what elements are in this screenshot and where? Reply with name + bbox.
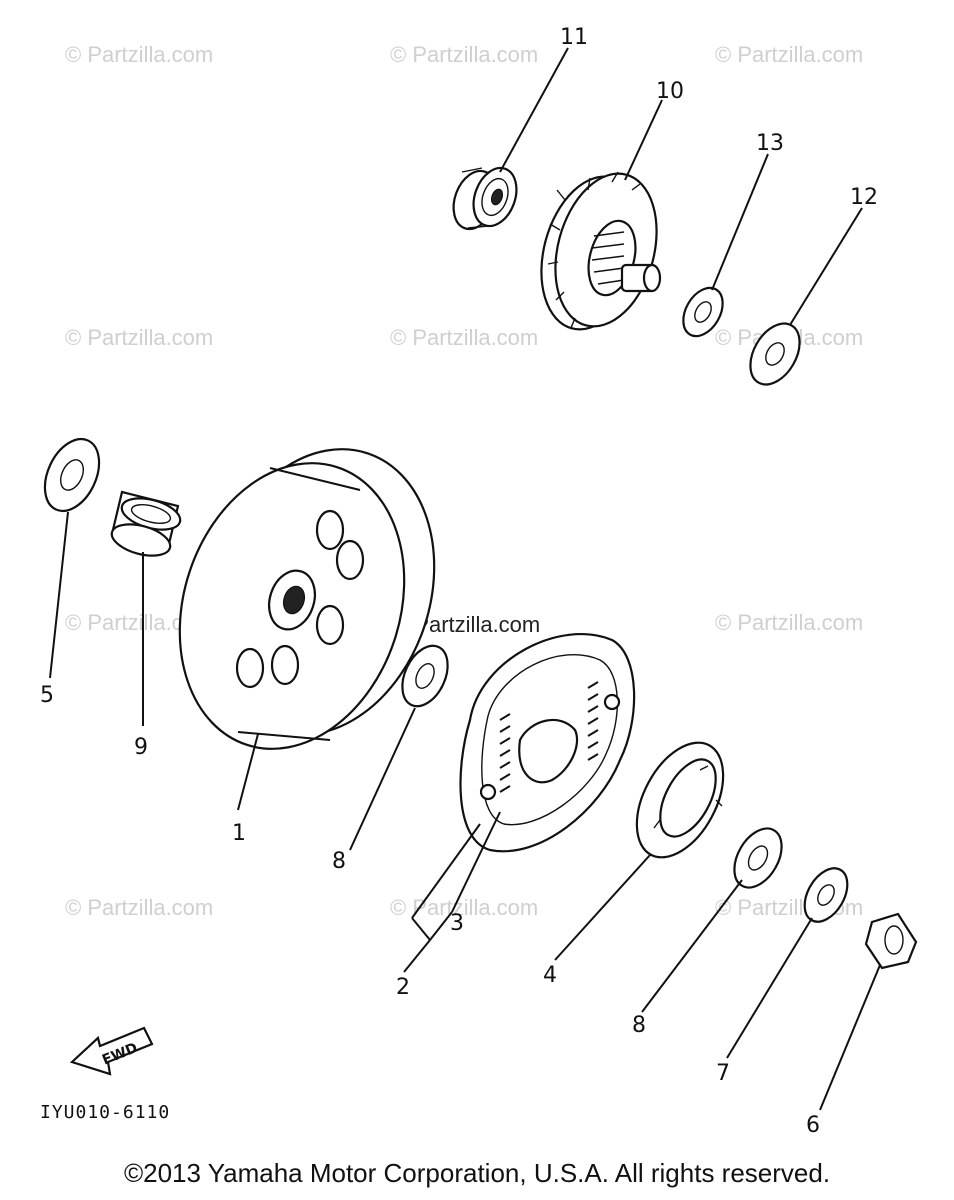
watermark: © Partzilla.com [715, 42, 863, 67]
watermark: © Partzilla.com [390, 42, 538, 67]
part-9-bushing [110, 490, 182, 557]
callout-5: 5 [40, 683, 54, 708]
part-13-washer [682, 286, 724, 338]
copyright-notice: ©2013 Yamaha Motor Corporation, U.S.A. A… [123, 1158, 831, 1188]
part-11-bearing [452, 166, 518, 231]
callout-7: 7 [716, 1061, 730, 1086]
callout-3: 3 [450, 911, 464, 936]
part-10-gear [540, 171, 662, 331]
part-1-clutch-housing [178, 448, 436, 750]
callout-1: 1 [232, 821, 246, 846]
watermark: © Partzilla.com [65, 895, 213, 920]
watermarks: © Partzilla.com © Partzilla.com © Partzi… [65, 42, 863, 920]
callout-2: 2 [396, 975, 410, 1000]
callout-11: 11 [560, 25, 588, 50]
callout-12: 12 [850, 185, 878, 210]
diagram-code: IYU010-6110 [40, 1102, 170, 1123]
callout-4: 4 [543, 963, 557, 988]
callout-9: 9 [134, 735, 148, 760]
watermark: © Partzilla.com [715, 610, 863, 635]
callout-13: 13 [756, 131, 784, 156]
diagram-canvas: © Partzilla.com © Partzilla.com © Partzi… [40, 25, 918, 1138]
callout-8-lower: 8 [632, 1013, 646, 1038]
part-12-washer [749, 322, 801, 386]
callout-6: 6 [806, 1113, 820, 1138]
callout-8-upper: 8 [332, 849, 346, 874]
fwd-arrow-icon: FWD [69, 1026, 154, 1076]
part-5-washer [43, 437, 101, 513]
watermark: © Partzilla.com [390, 325, 538, 350]
part-2-3-clutch-shoes [459, 633, 636, 853]
leader-lines [49, 47, 881, 1111]
callout-10: 10 [656, 79, 684, 104]
part-4-plate [635, 741, 725, 859]
part-8-washer-lower [733, 827, 783, 889]
callouts: 11 10 13 12 5 9 1 8 3 2 4 8 7 6 [40, 25, 878, 1138]
part-8-washer-upper [401, 644, 449, 708]
part-6-nut [864, 912, 918, 970]
watermark: © Partzilla.com [65, 325, 213, 350]
watermark: © Partzilla.com [65, 42, 213, 67]
